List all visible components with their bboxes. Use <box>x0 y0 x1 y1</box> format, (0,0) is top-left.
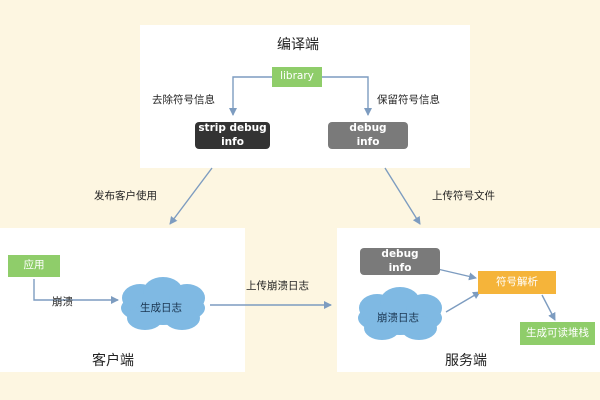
upload-log-label: 上传崩溃日志 <box>246 280 309 292</box>
arrow-publish <box>169 167 213 225</box>
server-title: 服务端 <box>445 353 487 369</box>
arrow-library-to-strip <box>229 76 272 116</box>
server-debug-info-node: debug info <box>360 248 440 275</box>
upload-symbols-label: 上传符号文件 <box>432 190 495 202</box>
crash-label: 崩溃 <box>52 296 73 308</box>
arrow-library-to-debug <box>322 76 372 116</box>
strip-symbols-label: 去除符号信息 <box>152 94 215 106</box>
compile-title: 编译端 <box>277 37 319 53</box>
client-log-cloud-label: 生成日志 <box>140 302 182 314</box>
client-log-cloud-shape <box>121 277 205 330</box>
arrow-app-to-log <box>33 279 119 304</box>
app-node: 应用 <box>8 255 60 277</box>
debug-info-node: debug info <box>328 122 408 149</box>
strip-debug-info-node: strip debug info <box>195 122 270 149</box>
readable-stack-node: 生成可读堆栈 <box>520 322 595 345</box>
arrow-symbolicate-to-stack <box>541 294 556 321</box>
arrow-upload-symbols <box>384 167 421 225</box>
symbolicate-node: 符号解析 <box>478 271 556 294</box>
client-title: 客户端 <box>92 353 134 369</box>
keep-symbols-label: 保留符号信息 <box>377 94 440 106</box>
server-log-cloud-shape <box>358 287 442 340</box>
library-node: library <box>272 67 322 87</box>
arrow-cloud-to-symbolicate <box>445 291 481 313</box>
publish-label: 发布客户使用 <box>94 190 157 202</box>
server-log-cloud-label: 崩溃日志 <box>377 312 419 324</box>
